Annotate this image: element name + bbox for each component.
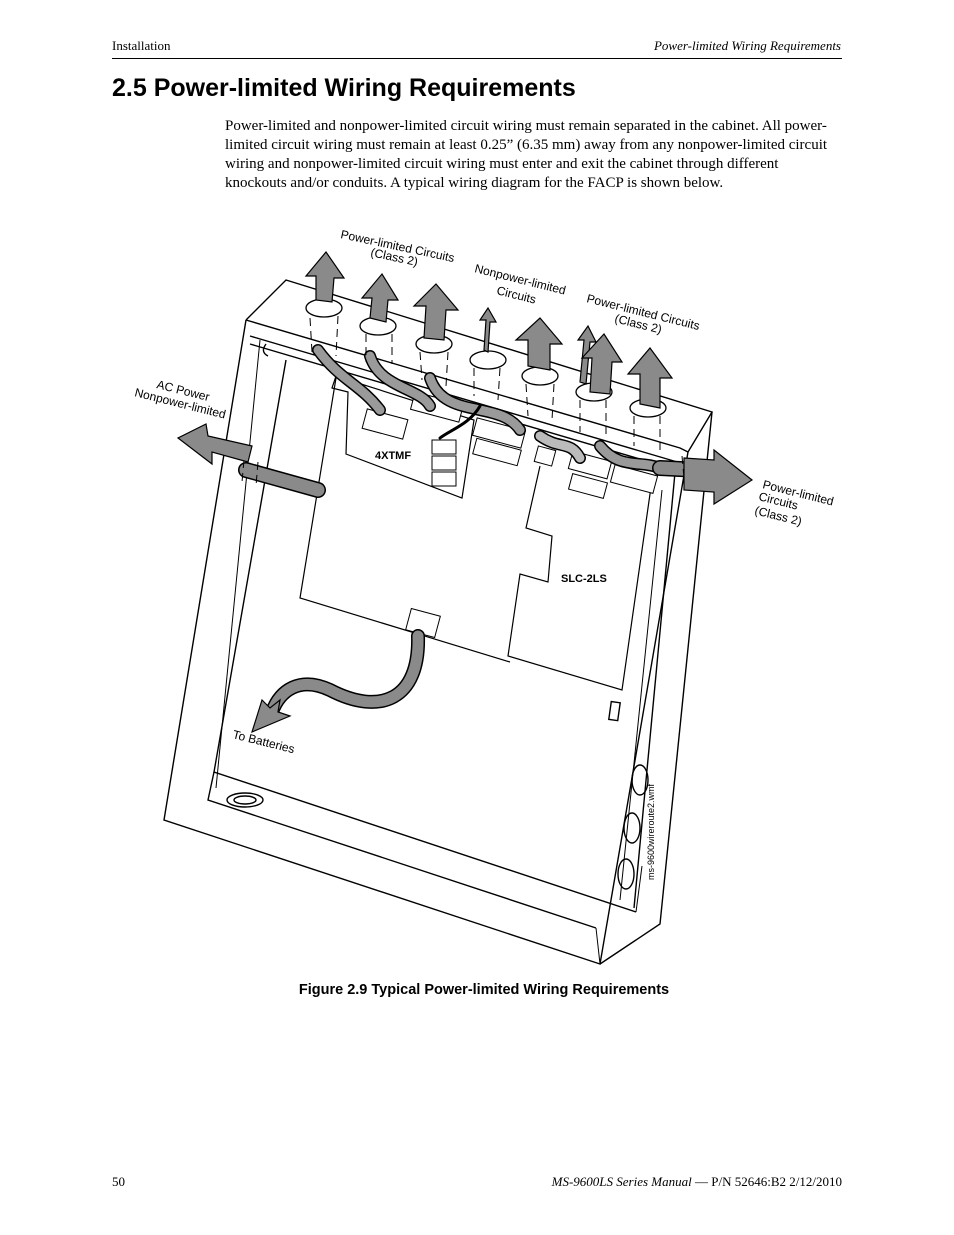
cables (238, 344, 708, 719)
page-number: 50 (112, 1174, 125, 1189)
label-class2-top: (Class 2) (369, 245, 419, 269)
footer-manual: MS-9600LS Series Manual — P/N 52646:B2 2… (552, 1174, 842, 1190)
label-filename: ms-9600wireroute2.wmf (646, 783, 656, 880)
label-4xtmf: 4XTMF (375, 450, 411, 462)
label-nonpower-circuits: Circuits (495, 283, 537, 306)
header-section: Installation (112, 38, 171, 53)
section-paragraph: Power-limited and nonpower-limited circu… (225, 118, 828, 191)
board-slc2ls (507, 465, 653, 691)
label-to-batteries: To Batteries (231, 727, 296, 756)
header-rule (112, 58, 842, 59)
label-ac-power: AC Power (155, 377, 211, 404)
section-title: 2.5 Power-limited Wiring Requirements (112, 74, 576, 102)
label-power-limited-right: Power-limited Circuits (585, 291, 701, 333)
top-knockouts (305, 298, 667, 418)
wiring-arrows (176, 251, 754, 734)
label-slc2ls: SLC-2LS (561, 573, 607, 585)
cabinet (163, 279, 714, 965)
label-class2-side: (Class 2) (753, 503, 803, 528)
board-4xtmf (299, 375, 511, 663)
label-power-limited-top: Power-limited Circuits (339, 227, 455, 265)
footer-part-number: — P/N 52646:B2 2/12/2010 (691, 1174, 842, 1189)
label-class2-right: (Class 2) (613, 311, 663, 336)
label-circuits-side: Circuits (757, 489, 799, 512)
header-running-title: Power-limited Wiring Requirements (653, 38, 841, 53)
terminal-blocks (361, 391, 659, 639)
label-power-limited-side: Power-limited (761, 477, 835, 508)
label-ac-nonpower-limited: Nonpower-limited (133, 385, 227, 421)
label-nonpower-limited: Nonpower-limited (473, 261, 567, 297)
footer-manual-title: MS-9600LS Series Manual (551, 1174, 692, 1189)
dashed-routes (241, 315, 685, 487)
figure-caption: Figure 2.9 Typical Power-limited Wiring … (298, 982, 670, 998)
